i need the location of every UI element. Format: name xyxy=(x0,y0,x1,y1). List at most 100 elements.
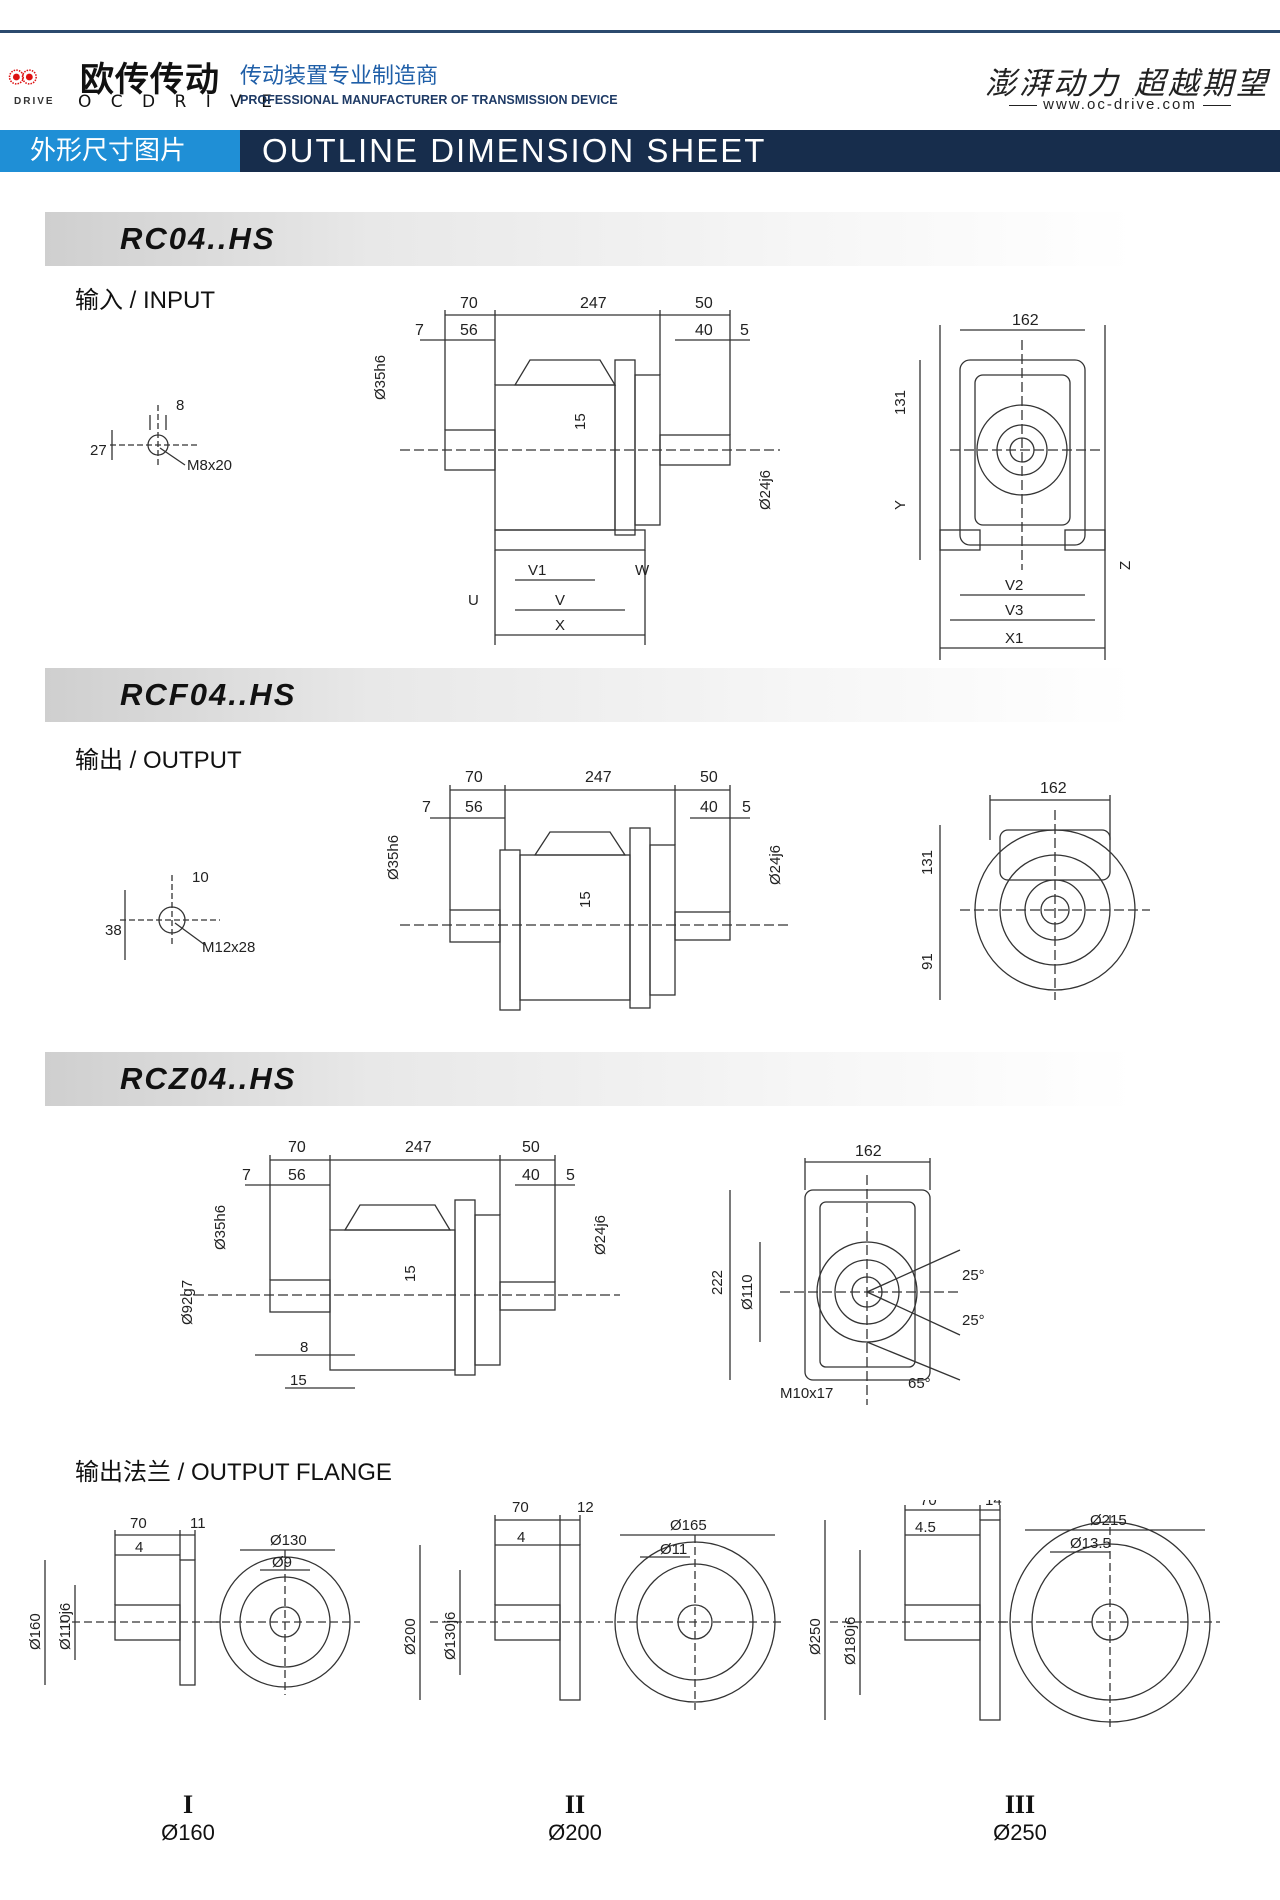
rc-side-y: Y xyxy=(892,500,909,510)
rc-dim-40: 40 xyxy=(695,322,713,339)
rc-dim-x: X xyxy=(555,617,565,634)
rcz-shaft-dia: Ø35h6 xyxy=(212,1205,229,1250)
rc-dim-7: 7 xyxy=(415,322,424,339)
header-rule xyxy=(0,30,1280,33)
flange-i-diameter: Ø160 xyxy=(161,1820,215,1845)
drawing-rcf: 10 38 M12x28 70 247 50 7 56 40 5 Ø35h6 1… xyxy=(105,769,1150,1011)
flange-iii-d2: 14 xyxy=(985,1500,1002,1509)
flange-iii-d3: 4.5 xyxy=(915,1519,936,1536)
rc-side-131: 131 xyxy=(892,390,909,415)
rc-key-height: 27 xyxy=(90,442,107,459)
flange-ii-od: Ø200 xyxy=(402,1618,419,1655)
flange-ii-d3: 4 xyxy=(517,1529,525,1546)
logo-small-text: DRIVE xyxy=(14,96,55,107)
rcz-dim-70: 70 xyxy=(288,1139,306,1156)
flange-ii-numeral: II xyxy=(564,1790,586,1819)
rcz-angle-65: 65° xyxy=(908,1375,931,1392)
rc-dim-5: 5 xyxy=(740,322,749,339)
flange-ii-pcd: Ø165 xyxy=(670,1517,707,1534)
flange-ii-d1: 70 xyxy=(512,1500,529,1516)
rc-shaft-dia: Ø35h6 xyxy=(372,355,389,400)
flange-iii-d1: 70 xyxy=(920,1500,937,1509)
rc-side-v3: V3 xyxy=(1005,602,1023,619)
section-title-rcf: RCF04..HS xyxy=(120,677,297,712)
rc-dim-w: W xyxy=(635,562,650,579)
rcf-dim-15: 15 xyxy=(577,891,594,908)
rc-side-z: Z xyxy=(1117,561,1134,570)
drawing-rc: 8 27 M8x20 70 247 50 7 56 40 5 Ø35h6 15 … xyxy=(90,295,1134,660)
banner-title-en: OUTLINE DIMENSION SHEET xyxy=(262,132,767,169)
banner-title-cn: 外形尺寸图片 xyxy=(0,130,240,172)
rcf-output-dia: Ø24j6 xyxy=(767,845,784,885)
rcf-dim-7: 7 xyxy=(422,799,431,816)
rc-dim-v1: V1 xyxy=(528,562,546,579)
rc-dim-u: U xyxy=(468,592,479,609)
flange-iii-pcd: Ø215 xyxy=(1090,1512,1127,1529)
rcz-angle-25a: 25° xyxy=(962,1267,985,1284)
rcf-key-thread: M12x28 xyxy=(202,939,255,956)
section-label-input: 输入 / INPUT xyxy=(75,287,216,314)
rc-side-x1: X1 xyxy=(1005,630,1023,647)
section-header-rcz xyxy=(45,1052,1135,1106)
flange-i-caption: I Ø160 xyxy=(128,1790,248,1846)
flange-ii-caption: II Ø200 xyxy=(515,1790,635,1846)
flange-iii-diameter: Ø250 xyxy=(993,1820,1047,1845)
logo-text-en: O C D R I V E xyxy=(78,92,279,112)
website-link[interactable]: www.oc-drive.com xyxy=(1000,96,1240,113)
flange-i-od: Ø160 xyxy=(27,1613,44,1650)
rcz-side-110: Ø110 xyxy=(739,1274,756,1310)
rcz-dim-50: 50 xyxy=(522,1139,540,1156)
company-logo xyxy=(8,69,37,85)
section-header-rcf xyxy=(45,668,1135,722)
rcz-side-162: 162 xyxy=(855,1143,882,1160)
section-label-flange: 输出法兰 / OUTPUT FLANGE xyxy=(75,1459,392,1486)
rc-dim-70: 70 xyxy=(460,295,478,312)
flange-i-drawing: 70 11 4 Ø160 Ø110j6 Ø130 Ø9 xyxy=(27,1515,360,1695)
rcf-dim-50: 50 xyxy=(700,769,718,786)
rcf-side-162: 162 xyxy=(1040,780,1067,797)
tagline-en: PROFESSIONAL MANUFACTURER OF TRANSMISSIO… xyxy=(240,93,618,107)
rcz-dim-7: 7 xyxy=(242,1167,251,1184)
drawing-rcz: 70 247 50 7 56 40 5 Ø35h6 Ø92g7 15 Ø24j6… xyxy=(179,1139,985,1405)
rcf-shaft-dia: Ø35h6 xyxy=(385,835,402,880)
rc-dim-v: V xyxy=(555,592,565,609)
rc-dim-50: 50 xyxy=(695,295,713,312)
section-header-rc xyxy=(45,212,1135,266)
rcz-thread: M10x17 xyxy=(780,1385,833,1402)
section-title-rc: RC04..HS xyxy=(120,221,276,256)
flange-i-numeral: I xyxy=(182,1790,194,1819)
flange-iii-numeral: III xyxy=(1004,1790,1036,1819)
rcf-key-width: 10 xyxy=(192,869,209,886)
flange-i-pcd: Ø130 xyxy=(270,1532,307,1549)
rcf-dim-70: 70 xyxy=(465,769,483,786)
flange-iii-caption: III Ø250 xyxy=(960,1790,1080,1846)
flange-ii-d2: 12 xyxy=(577,1500,594,1516)
rcz-pilot-dia: Ø92g7 xyxy=(179,1280,196,1325)
rcf-dim-247: 247 xyxy=(585,769,612,786)
flange-ii-hole: Ø11 xyxy=(660,1541,687,1558)
flange-iii-drawing: 70 14 4.5 Ø250 Ø180j6 Ø215 Ø13.5 xyxy=(807,1500,1220,1730)
logo-text-cn: 欧传传动 xyxy=(80,60,220,100)
rcf-dim-5: 5 xyxy=(742,799,751,816)
rcz-output-dia: Ø24j6 xyxy=(592,1215,609,1255)
rcf-dim-40: 40 xyxy=(700,799,718,816)
flange-ii-drawing: 70 12 4 Ø200 Ø130j6 Ø165 Ø11 xyxy=(402,1500,785,1710)
rcz-dim-8: 8 xyxy=(300,1339,308,1356)
section-label-output: 输出 / OUTPUT xyxy=(75,747,242,774)
rc-dim-56: 56 xyxy=(460,322,478,339)
rc-side-162: 162 xyxy=(1012,312,1039,329)
rcz-side-222: 222 xyxy=(709,1270,726,1295)
rcz-dim-247: 247 xyxy=(405,1139,432,1156)
rc-key-thread: M8x20 xyxy=(187,457,232,474)
flange-ii-pilot: Ø130j6 xyxy=(442,1612,459,1660)
rcz-angle-25b: 25° xyxy=(962,1312,985,1329)
rcf-key-height: 38 xyxy=(105,922,122,939)
flange-iii-hole: Ø13.5 xyxy=(1070,1535,1111,1552)
rc-dim-15: 15 xyxy=(572,413,589,430)
flange-i-d3: 4 xyxy=(135,1539,143,1556)
tagline-cn: 传动装置专业制造商 xyxy=(240,64,439,89)
flange-i-hole: Ø9 xyxy=(272,1554,292,1571)
rcz-dim-56: 56 xyxy=(288,1167,306,1184)
flange-iii-pilot: Ø180j6 xyxy=(842,1617,859,1665)
flange-i-pilot: Ø110j6 xyxy=(57,1603,74,1650)
